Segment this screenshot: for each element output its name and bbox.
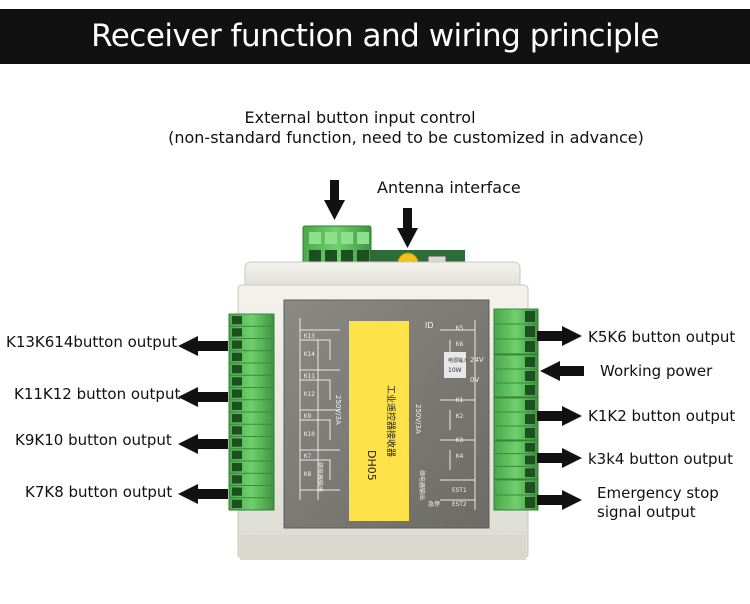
right-terminal-strip — [493, 308, 539, 511]
terminal-screw — [525, 400, 535, 410]
terminal-screw — [232, 401, 242, 410]
left-label-k13k14: K13K614button output — [6, 333, 178, 351]
antenna-label: Antenna interface — [377, 178, 521, 197]
left-terminal-strip — [228, 313, 275, 511]
left-relay-labels: K13 K14 K11 K12 K9 K10 K7 K8 — [304, 333, 315, 478]
terminal-screw — [232, 463, 242, 472]
external-button-label: External button input control — [244, 108, 476, 127]
right-relay-output-cn: 继电器输出 — [418, 470, 426, 500]
right-label-emergency-2: signal output — [597, 503, 696, 521]
relay-label-left-1: K14 — [304, 351, 315, 358]
terminal-screw — [525, 443, 535, 452]
terminal-screw — [525, 482, 535, 493]
terminal-screw — [525, 371, 535, 381]
terminal-screw — [525, 326, 535, 337]
relay-label-left-0: K13 — [304, 333, 315, 340]
terminal-screw — [232, 377, 242, 386]
relay-label-left-4: K9 — [304, 413, 312, 420]
terminal-screw — [525, 428, 535, 438]
terminal-screw — [232, 450, 242, 459]
left-arrows — [178, 336, 228, 504]
right-label-power: Working power — [600, 362, 713, 380]
terminal-screw — [232, 328, 242, 337]
terminal-screw — [232, 499, 242, 508]
relay-label-right-4: K3 — [456, 437, 464, 444]
right-label-k5k6: K5K6 button output — [588, 328, 736, 346]
arrow-left-k11k12 — [178, 387, 228, 407]
emergency-cn-label: 急停 — [428, 500, 440, 508]
terminal-screw — [232, 316, 242, 325]
terminal-screw — [525, 497, 535, 508]
right-relay-labels: K5 K6 K1 K2 K3 K4 EST1 EST2 — [452, 325, 467, 508]
arrow-antenna — [397, 208, 418, 248]
terminal-screw — [232, 487, 242, 496]
terminal-screw — [525, 468, 535, 477]
relay-label-right-2: K1 — [456, 397, 464, 404]
left-label-k7k8: K7K8 button output — [25, 483, 173, 501]
voltage-24-label: 24V — [470, 356, 484, 364]
relay-label-right-0: K5 — [456, 325, 464, 332]
arrow-right-emergency — [537, 490, 582, 510]
relay-label-left-7: K8 — [304, 471, 312, 478]
terminal-screw — [232, 475, 242, 484]
arrow-right-k1k2 — [537, 406, 582, 426]
right-label-k3k4: k3k4 button output — [588, 450, 733, 468]
arrow-right-k5k6 — [537, 326, 582, 346]
title-banner: Receiver function and wiring principle — [0, 9, 750, 64]
relay-label-left-5: K10 — [304, 431, 315, 438]
terminal-screw — [232, 389, 242, 398]
terminal-screw — [525, 341, 535, 352]
voltage-0-label: 0V — [470, 376, 479, 384]
right-relay-schematic — [440, 320, 476, 510]
arrow-right-power — [540, 361, 584, 381]
terminal-screw — [232, 414, 242, 423]
terminal-screw — [525, 357, 535, 367]
power-rating: 10W — [448, 367, 462, 374]
right-label-emergency-1: Emergency stop — [597, 484, 719, 502]
relay-label-right-7: EST2 — [452, 501, 467, 508]
right-relay-rating: 250V/3A — [414, 404, 422, 434]
external-button-note: (non-standard function, need to be custo… — [168, 128, 644, 147]
terminal-screw — [525, 385, 535, 395]
left-relay-output-cn: 继电器输出 — [316, 462, 324, 492]
left-relay-schematic — [299, 318, 340, 500]
relay-label-right-1: K6 — [456, 341, 464, 348]
arrow-right-k3k4 — [537, 448, 582, 468]
terminal-screw — [525, 311, 535, 322]
terminal-screw — [232, 438, 242, 447]
arrow-left-k13k14 — [178, 336, 228, 356]
left-label-k11k12: K11K12 button output — [14, 385, 181, 403]
arrow-external-input — [324, 180, 345, 220]
left-label-k9k10: K9K10 button output — [15, 431, 172, 449]
left-relay-rating: 250V/3A — [334, 395, 342, 425]
relay-label-left-3: K12 — [304, 391, 315, 398]
relay-label-left-6: K7 — [304, 453, 312, 460]
power-label-box — [444, 352, 466, 378]
terminal-screw — [232, 426, 242, 435]
arrow-left-k9k10 — [178, 434, 228, 454]
id-label: ID — [425, 321, 434, 330]
terminal-screw — [525, 455, 535, 465]
terminal-screw — [232, 365, 242, 374]
relay-label-right-5: K4 — [456, 453, 464, 460]
product-model: DH05 — [365, 450, 378, 481]
terminal-screw — [232, 352, 242, 361]
power-label: 电源输入 — [448, 357, 468, 364]
terminal-screw — [525, 414, 535, 424]
terminal-screw — [232, 340, 242, 349]
right-arrows — [537, 326, 584, 510]
product-label — [349, 321, 409, 521]
relay-label-right-3: K2 — [456, 413, 464, 420]
relay-label-left-2: K11 — [304, 373, 315, 380]
page-title: Receiver function and wiring principle — [91, 18, 659, 54]
case-bottom — [240, 535, 526, 560]
product-name-cn: 工业遥控器接收器 — [385, 385, 397, 457]
relay-label-right-6: EST1 — [452, 487, 467, 494]
arrow-left-k7k8 — [178, 484, 228, 504]
right-label-k1k2: K1K2 button output — [588, 407, 736, 425]
